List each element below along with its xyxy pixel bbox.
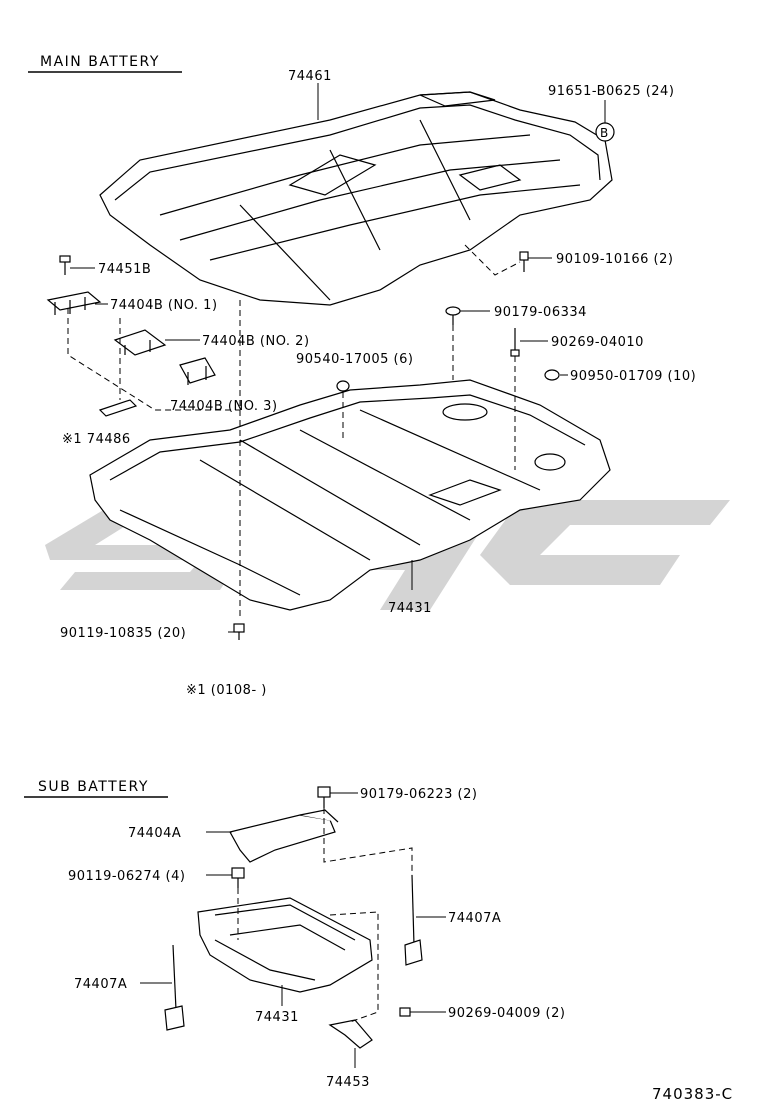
main-part-labels: 74461 91651-B0625 (24) 74451B 90109-1016…: [60, 69, 696, 641]
label-90269-04009: 90269-04009 (2): [448, 1006, 565, 1021]
main-dashed-leaders: [67, 244, 521, 620]
label-74431-sub: 74431: [255, 1010, 299, 1025]
label-74404b-no2: 74404B (NO. 2): [202, 334, 310, 349]
label-74431-main: 74431: [388, 601, 432, 616]
battery-tray-74431: [89, 379, 611, 611]
label-74461: 74461: [288, 69, 332, 84]
sub-tray-74431: [197, 897, 373, 993]
sub-battery-title: SUB BATTERY: [38, 779, 149, 795]
sub-dashed-leaders: [237, 808, 413, 1023]
label-90109-10166: 90109-10166 (2): [556, 252, 673, 267]
callout-b: B: [595, 100, 615, 142]
bolt-90109: [519, 251, 529, 272]
rod-74407a-left: [164, 944, 185, 1031]
grommet-90540: [336, 380, 350, 392]
clamp-74404b-no1: [46, 291, 102, 315]
sub-leaders: [140, 792, 446, 1068]
bracket-74453: [328, 1019, 373, 1049]
label-90179-06223: 90179-06223 (2): [360, 787, 477, 802]
label-90269-04010: 90269-04010: [551, 335, 644, 350]
label-74404b-no1: 74404B (NO. 1): [110, 298, 218, 313]
main-leaders: [70, 83, 568, 633]
bolt-90119-06274: [231, 867, 245, 888]
label-74407a-left: 74407A: [74, 977, 127, 992]
callout-b-letter: B: [600, 126, 609, 140]
bolt-90179-06334: [445, 306, 461, 325]
sub-battery-header: SUB BATTERY: [24, 779, 168, 798]
grommet-90950: [544, 369, 560, 381]
label-90540-17005: 90540-17005 (6): [296, 352, 413, 367]
bolt-90179-06223: [317, 786, 331, 808]
label-90950-01709: 90950-01709 (10): [570, 369, 696, 384]
clamp-74404b-no2: [113, 329, 167, 356]
footnote-note: ※1 (0108- ): [186, 683, 267, 698]
rod-74407a-right: [404, 874, 423, 966]
bolt-90269-04009: [399, 1007, 411, 1017]
label-74404a: 74404A: [128, 826, 181, 841]
label-90119-06274: 90119-06274 (4): [68, 869, 185, 884]
main-fasteners: [46, 251, 560, 640]
sub-part-labels: 90179-06223 (2) 74404A 90119-06274 (4) 7…: [68, 787, 565, 1090]
label-74451b: 74451B: [98, 262, 151, 277]
diagram-code: 740383-C: [652, 1085, 733, 1103]
upper-cover-74461: [99, 91, 613, 306]
main-battery-header: MAIN BATTERY: [28, 54, 182, 73]
label-74486: ※1 74486: [62, 432, 131, 447]
sub-rods: [164, 786, 423, 1049]
bolt-74451b: [59, 255, 71, 275]
label-90119-10835: 90119-10835 (20): [60, 626, 186, 641]
main-battery-title: MAIN BATTERY: [40, 54, 160, 70]
sub-bracket-74404a: [229, 809, 339, 863]
label-74453: 74453: [326, 1075, 370, 1090]
label-90179-06334: 90179-06334: [494, 305, 587, 320]
label-74407a-right: 74407A: [448, 911, 501, 926]
bolt-90269-04010: [510, 328, 520, 357]
label-74404b-no3: 74404B (NO. 3): [170, 399, 278, 414]
label-91651-b0625: 91651-B0625 (24): [548, 84, 674, 99]
pad-74486: [98, 399, 138, 417]
clamp-74404b-no3: [179, 357, 216, 385]
